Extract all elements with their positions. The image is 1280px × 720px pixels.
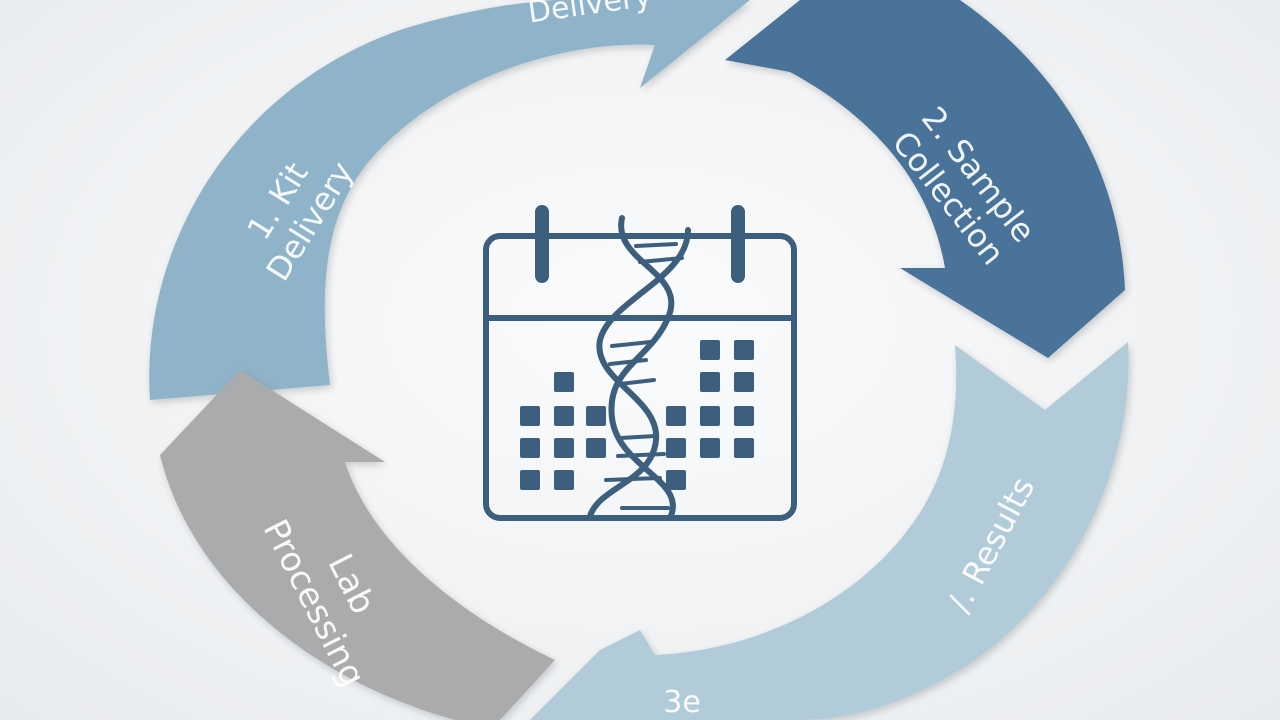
svg-text:3e: 3e [663,685,701,720]
calendar-grid [520,340,754,490]
segment-kit-delivery [149,0,750,400]
calendar-dna-icon [483,205,797,521]
segment-sample-collection [725,0,1125,358]
label-bottom-fragment: 3e [663,685,701,720]
segment-lab-processing [160,370,555,720]
segment-results [530,342,1129,720]
